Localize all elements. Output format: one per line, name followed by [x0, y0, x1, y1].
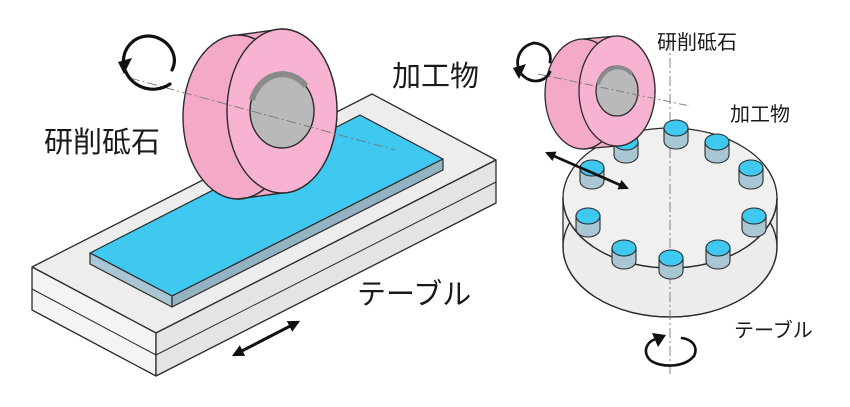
right-rotary-grinding	[513, 35, 778, 375]
right-table-rotation-arrow	[644, 333, 697, 367]
workpiece-9	[579, 159, 605, 190]
workpiece-3	[738, 159, 764, 190]
left-wheel-axis	[129, 77, 396, 151]
workpiece-1	[663, 119, 689, 150]
right-work-label: 加工物	[730, 102, 790, 126]
left-table-label: テーブル	[357, 277, 472, 311]
workpiece-6	[658, 249, 684, 280]
workpiece-8	[575, 207, 601, 238]
workpiece-4	[741, 207, 767, 238]
left-table-motion-arrow	[231, 320, 301, 357]
left-surface-grinding	[31, 28, 497, 377]
left-grinding-wheel	[182, 28, 338, 200]
left-wheel-label: 研削砥石	[44, 125, 161, 159]
right-wheel-motion-arrow	[545, 151, 629, 190]
workpiece-2	[704, 133, 730, 164]
left-workpiece	[89, 114, 444, 308]
right-table-label: テーブル	[734, 318, 813, 342]
workpiece-5	[705, 239, 731, 270]
left-work-label: 加工物	[392, 59, 480, 93]
right-wheel-label: 研削砥石	[657, 30, 737, 54]
left-rotation-arrow	[118, 34, 176, 91]
right-wheel-axis	[537, 73, 691, 107]
right-grinding-wheel	[544, 35, 656, 150]
workpiece-7	[611, 239, 637, 270]
right-rotation-arrow	[513, 41, 552, 83]
